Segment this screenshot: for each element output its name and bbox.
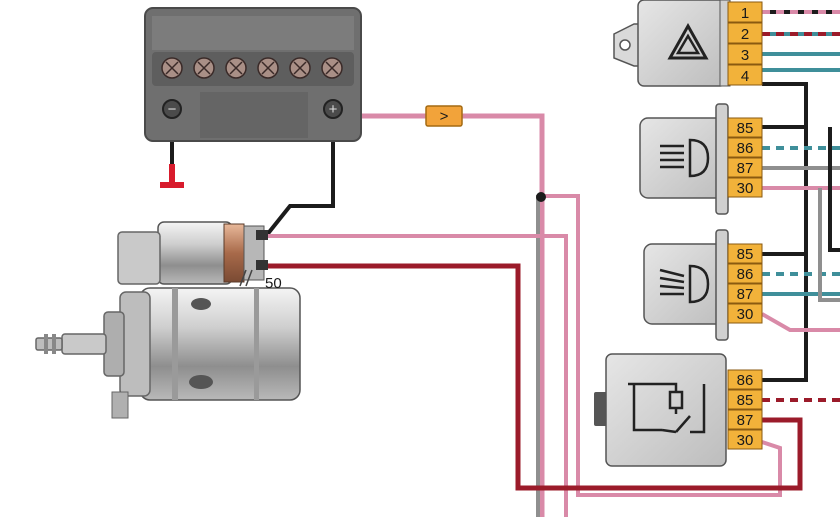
wire-relay-outputs <box>761 127 840 402</box>
wire-fuse-to-bus <box>462 113 545 517</box>
hazard-pin-4: 4 <box>741 68 749 85</box>
hazard-pin-3: 3 <box>741 47 749 64</box>
high-beam-pin-85: 85 <box>737 246 754 263</box>
high-beam-pin-87: 87 <box>737 286 754 303</box>
ground-symbol-icon <box>160 164 184 188</box>
battery-cell-caps <box>161 57 343 79</box>
relay-switch: 86 85 87 30 <box>594 353 763 467</box>
hazard-switch: 1 2 3 4 <box>613 0 763 87</box>
battery-positive-terminal: + <box>323 99 343 119</box>
relay-pin-87: 87 <box>737 412 754 429</box>
low-beam-pin-85: 85 <box>737 120 754 137</box>
wire-battery-positive-to-starter <box>264 116 335 238</box>
high-beam-headlight-icon <box>659 264 710 304</box>
relay-pin-30: 30 <box>737 432 754 449</box>
positive-symbol: + <box>329 101 338 118</box>
wire-starter-pink-1 <box>266 234 568 517</box>
relay-high-beam: 85 86 87 30 <box>643 229 763 341</box>
high-beam-pin-30: 30 <box>737 306 754 323</box>
hazard-pin-1: 1 <box>741 5 749 22</box>
hazard-pin-2: 2 <box>741 26 749 43</box>
fuse-symbol: > <box>440 108 449 125</box>
wire-black-right-bus <box>762 82 808 382</box>
wire-starter-pink-2 <box>540 194 782 497</box>
low-beam-pin-86: 86 <box>737 140 754 157</box>
relay-low-beam: 85 86 87 30 <box>639 103 763 215</box>
battery-negative-terminal: − <box>162 99 182 119</box>
relay-low-beam-pins: 85 86 87 30 <box>727 117 763 198</box>
low-beam-pin-87: 87 <box>737 160 754 177</box>
wire-hazard-outputs <box>762 10 840 72</box>
relay-high-beam-pins: 85 86 87 30 <box>727 243 763 324</box>
low-beam-headlight-icon <box>660 138 710 178</box>
relay-coil-switch-icon <box>628 382 706 434</box>
relay-switch-pins: 86 85 87 30 <box>727 369 763 450</box>
wires <box>170 10 840 517</box>
low-beam-pin-30: 30 <box>737 180 754 197</box>
negative-symbol: − <box>168 101 177 118</box>
high-beam-pin-86: 86 <box>737 266 754 283</box>
battery-icon: − + <box>144 7 362 142</box>
hazard-switch-pins: 1 2 3 4 <box>727 1 763 86</box>
hazard-triangle-icon <box>667 22 709 60</box>
starter-motor-icon: 50 <box>35 221 301 419</box>
relay-pin-86: 86 <box>737 372 754 389</box>
starter-terminal-label: 50 <box>265 275 282 292</box>
fuse-icon: > <box>425 105 463 127</box>
wire-starter-terminal-50 <box>266 263 803 491</box>
junction-dot <box>536 192 546 202</box>
relay-pin-85: 85 <box>737 392 754 409</box>
